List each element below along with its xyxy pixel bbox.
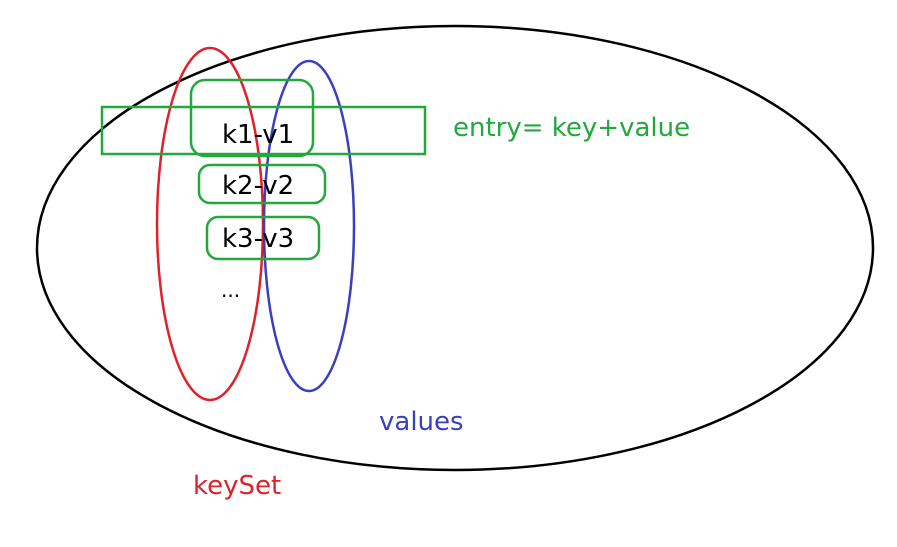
entry-rectangle bbox=[100, 105, 427, 156]
entry-ellipsis: ... bbox=[221, 278, 240, 302]
keyset-label: keySet bbox=[193, 471, 281, 501]
entry-box-2 bbox=[197, 163, 327, 205]
entry-label: entry= key+value bbox=[453, 113, 690, 143]
entry-text-2: k2-v2 bbox=[222, 171, 294, 201]
entry-text-3: k3-v3 bbox=[222, 224, 294, 254]
entry-text-1: k1-v1 bbox=[222, 120, 294, 150]
values-ellipse bbox=[262, 59, 356, 393]
entry-box-1 bbox=[189, 78, 315, 158]
values-label: values bbox=[379, 407, 464, 437]
map-outline bbox=[35, 24, 875, 472]
entry-box-3 bbox=[205, 215, 321, 261]
